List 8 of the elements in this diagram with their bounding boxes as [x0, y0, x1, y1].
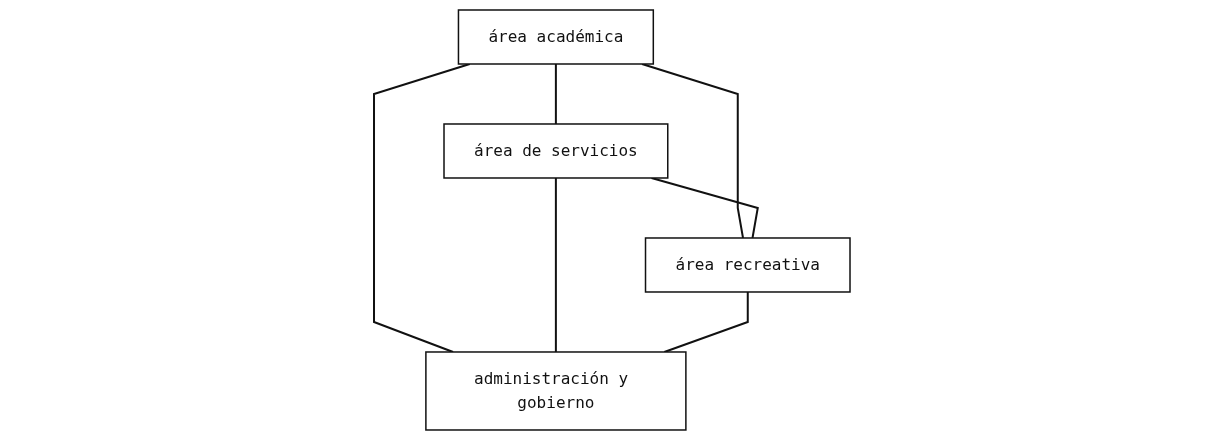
node-box: administración y gobierno [425, 350, 688, 431]
node-box: área recreativa [645, 236, 852, 293]
node-box: área de servicios [443, 122, 669, 179]
connector [651, 176, 760, 239]
connector [555, 176, 558, 353]
connector [641, 62, 745, 239]
node-box: área académica [458, 8, 655, 65]
connector [555, 62, 558, 125]
